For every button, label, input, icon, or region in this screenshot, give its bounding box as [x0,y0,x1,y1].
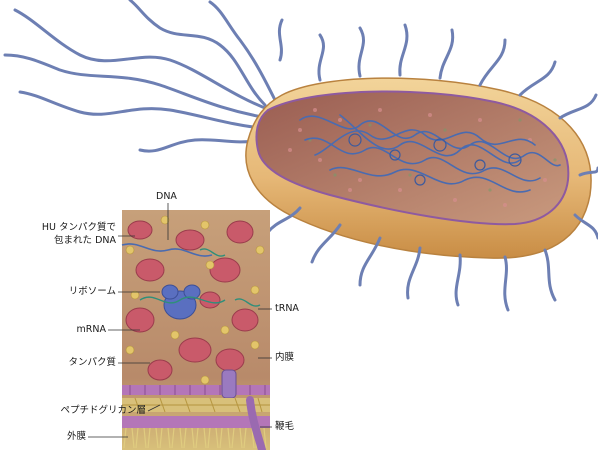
label-ribosome: リボソーム [20,286,116,298]
cell-body [246,78,591,258]
label-trna: tRNA [275,303,299,315]
label-protein: タンパク質 [20,357,116,369]
label-flagellum: 鞭毛 [275,421,294,433]
label-hu-protein-line1: HU タンパク質で [20,222,116,234]
label-inner-membrane: 内膜 [275,352,294,364]
label-hu-protein-line2: 包まれた DNA [20,235,116,247]
label-peptidoglycan: ペプチドグリカン層 [10,405,146,417]
label-mrna: mRNA [20,324,106,336]
flagella-long [5,0,275,151]
label-outer-membrane: 外膜 [20,431,86,443]
inset-inner-membrane [122,385,270,395]
inset-outer-membrane [122,416,270,428]
label-dna: DNA [156,191,177,203]
